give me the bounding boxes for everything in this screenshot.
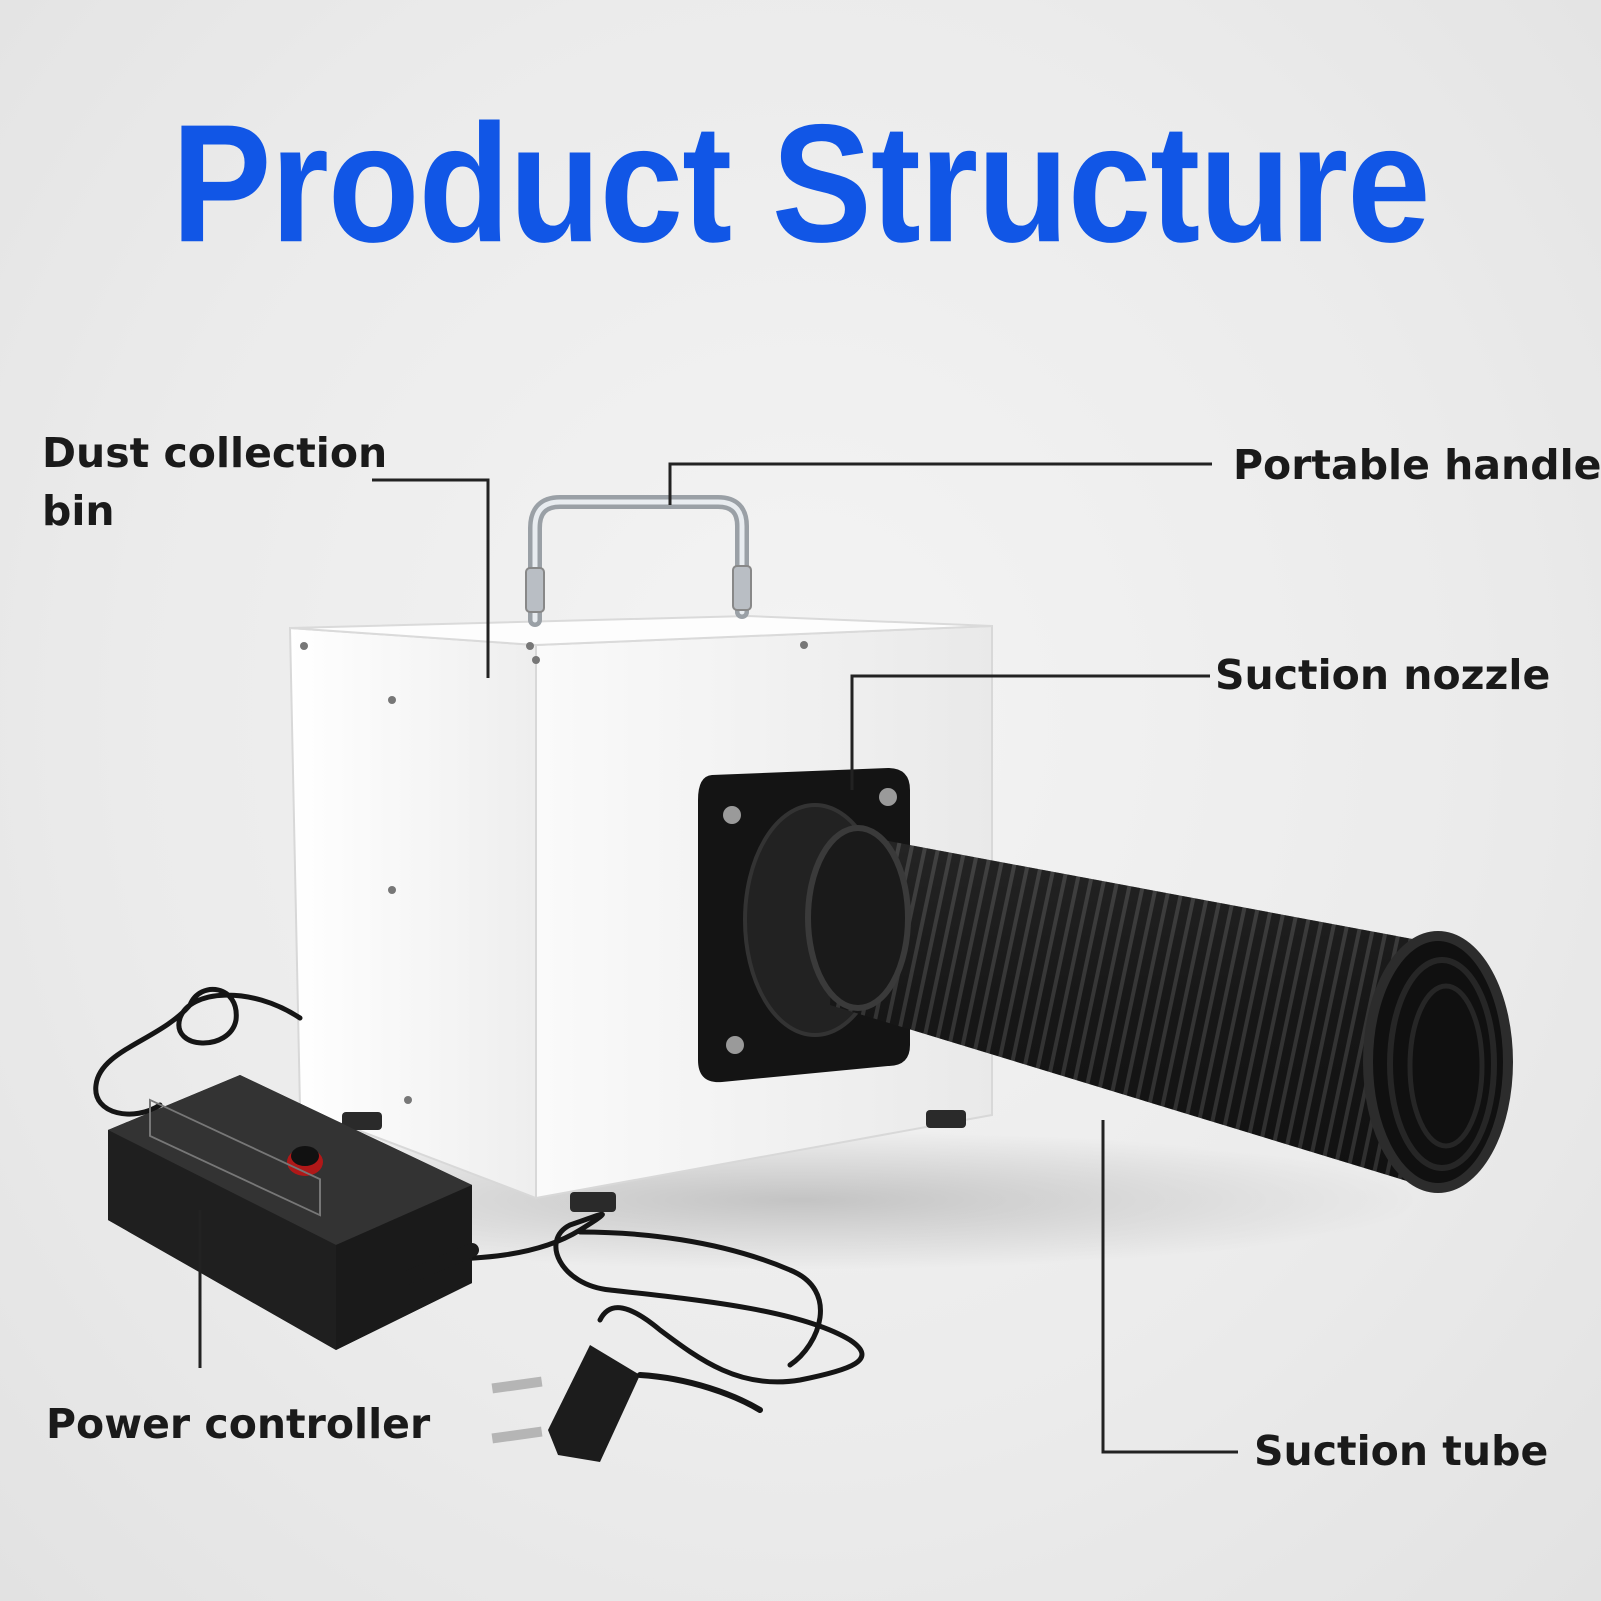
power-plug-icon bbox=[491, 1345, 763, 1462]
leader-tube bbox=[1101, 1120, 1238, 1454]
page-title: Product Structure bbox=[171, 88, 1430, 278]
leader-handle bbox=[668, 462, 1212, 505]
leader-nozzle bbox=[850, 674, 1210, 790]
screw-icon bbox=[800, 641, 808, 649]
device-left-face bbox=[288, 626, 537, 1200]
device-top-face bbox=[289, 614, 993, 647]
device-foot bbox=[570, 1192, 616, 1212]
label-portable-handle: Portable handle bbox=[1233, 441, 1601, 489]
screw-icon bbox=[532, 656, 540, 664]
leader-dust-bin bbox=[372, 478, 490, 678]
device-foot bbox=[342, 1112, 382, 1130]
hose-icon bbox=[805, 825, 1513, 1193]
device-foot bbox=[926, 1110, 966, 1128]
screw-icon bbox=[388, 886, 396, 894]
screw-icon bbox=[388, 696, 396, 704]
leader-lines bbox=[198, 462, 1238, 1454]
screw-icon bbox=[726, 1036, 744, 1054]
label-suction-nozzle: Suction nozzle bbox=[1215, 651, 1551, 699]
screw-icon bbox=[526, 642, 534, 650]
handle-icon bbox=[525, 495, 752, 627]
screw-icon bbox=[723, 806, 741, 824]
label-dust-bin-line1: Dust collection bbox=[42, 429, 388, 477]
label-dust-bin-line2: bin bbox=[42, 487, 115, 535]
screw-icon bbox=[879, 788, 897, 806]
screw-icon bbox=[300, 642, 308, 650]
label-suction-tube: Suction tube bbox=[1254, 1427, 1549, 1475]
power-adapter-icon bbox=[108, 1075, 479, 1350]
power-cable bbox=[93, 987, 865, 1385]
label-power-controller: Power controller bbox=[46, 1400, 431, 1448]
label-dust-collection-bin: Dust collection bin bbox=[42, 424, 387, 540]
screw-icon bbox=[404, 1096, 412, 1104]
